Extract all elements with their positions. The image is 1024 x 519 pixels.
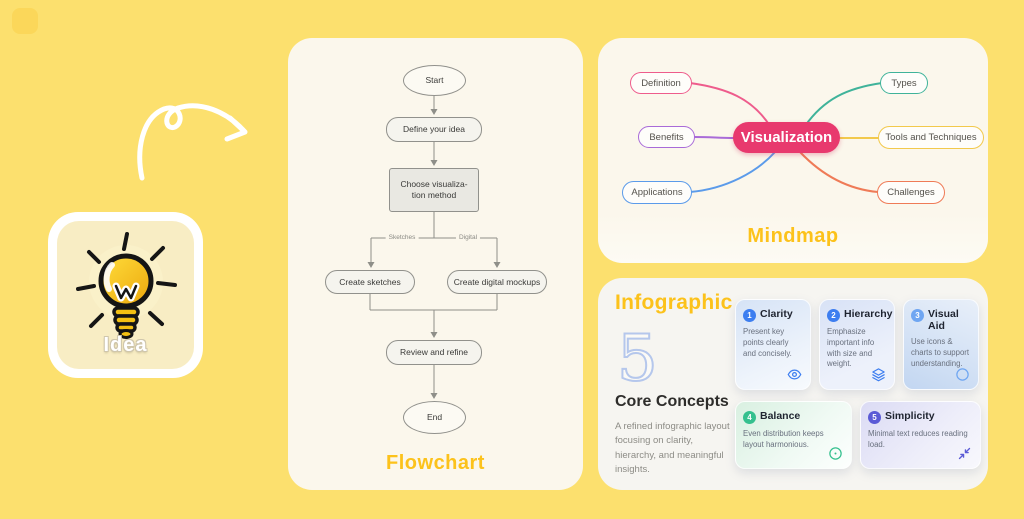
mindmap-node-applications: Applications	[622, 181, 692, 204]
big-number: 5	[616, 322, 659, 396]
card-visual-aid-head: 3 Visual Aid	[911, 308, 971, 332]
flowchart-connectors	[367, 96, 501, 399]
mindmap-connectors	[689, 82, 883, 193]
flowchart-node-choose-line2: tion method	[411, 190, 457, 200]
flowchart-node-define: Define your idea	[386, 117, 482, 142]
shrink-icon	[957, 446, 972, 461]
card-simplicity-title: Simplicity	[885, 410, 935, 422]
card-simplicity-number: 5	[868, 411, 881, 424]
idea-card: Idea	[48, 212, 203, 378]
mindmap-node-tools: Tools and Techniques	[878, 126, 984, 149]
corner-accent	[12, 8, 38, 34]
card-visual-aid-title: Visual Aid	[928, 308, 959, 333]
card-hierarchy-title: Hierarchy	[844, 308, 893, 320]
card-balance-number: 4	[743, 411, 756, 424]
card-hierarchy-number: 2	[827, 309, 840, 322]
card-balance: 4 Balance Even distribution keeps layout…	[735, 401, 852, 469]
card-hierarchy: 2 Hierarchy Emphasize important info wit…	[819, 299, 895, 390]
flowchart-node-create-digital: Create digital mockups	[447, 270, 547, 294]
card-clarity-text: Present key points clearly and concisely…	[743, 327, 792, 358]
flowchart-node-choose-line1: Choose visualiza-	[400, 179, 468, 190]
card-clarity: 1 Clarity Present key points clearly and…	[735, 299, 811, 390]
infographic-subtitle: Core Concepts	[615, 393, 729, 410]
layers-icon	[871, 367, 886, 382]
concept-cards: 1 Clarity Present key points clearly and…	[735, 299, 981, 469]
infographic-intro: Infographic 5 Core Concepts A refined in…	[615, 291, 733, 477]
cards-row-bottom: 4 Balance Even distribution keeps layout…	[735, 401, 981, 469]
card-simplicity-head: 5 Simplicity	[868, 410, 973, 424]
card-hierarchy-text: Emphasize important info with size and w…	[827, 327, 875, 369]
flowchart-panel: Start Define your idea Choose visualiza-…	[288, 38, 583, 490]
mindmap-node-types: Types	[880, 72, 928, 94]
branch-label-digital: Digital	[455, 234, 481, 241]
flowchart-node-end: End	[403, 401, 466, 434]
infographic-panel: Infographic 5 Core Concepts A refined in…	[598, 278, 988, 490]
card-visual-aid-text: Use icons & charts to support understand…	[911, 337, 970, 368]
card-visual-aid-number: 3	[911, 309, 924, 322]
flowchart-node-start: Start	[403, 65, 466, 96]
mindmap-node-definition: Definition	[630, 72, 692, 94]
infographic-title: Infographic	[615, 291, 733, 314]
card-visual-aid: 3 Visual Aid Use icons & charts to suppo…	[903, 299, 979, 390]
idea-label: Idea	[103, 334, 148, 356]
flowchart-node-choose: Choose visualiza- tion method	[389, 168, 479, 212]
idea-card-inner: Idea	[57, 221, 194, 369]
circle-icon	[955, 367, 970, 382]
card-clarity-number: 1	[743, 309, 756, 322]
eye-icon	[787, 367, 802, 382]
curly-arrow-icon	[137, 103, 248, 181]
mindmap-center-node: Visualization	[733, 122, 840, 153]
flowchart-node-create-sketches: Create sketches	[325, 270, 415, 294]
card-hierarchy-head: 2 Hierarchy	[827, 308, 892, 322]
mindmap-panel: Definition Benefits Applications Types T…	[598, 38, 988, 263]
cards-row-top: 1 Clarity Present key points clearly and…	[735, 299, 981, 390]
branch-label-sketches: Sketches	[385, 234, 419, 241]
card-clarity-head: 1 Clarity	[743, 308, 803, 322]
flowchart-title: Flowchart	[386, 452, 485, 474]
card-balance-text: Even distribution keeps layout harmoniou…	[743, 429, 824, 449]
flowchart-node-review: Review and refine	[386, 340, 482, 365]
lightbulb-icon	[75, 232, 177, 339]
infographic-description: A refined infographic layout focusing on…	[615, 421, 730, 475]
card-clarity-title: Clarity	[760, 308, 793, 320]
card-simplicity: 5 Simplicity Minimal text reduces readin…	[860, 401, 981, 469]
card-simplicity-text: Minimal text reduces reading load.	[868, 429, 968, 449]
card-balance-head: 4 Balance	[743, 410, 844, 424]
mindmap-node-challenges: Challenges	[877, 181, 945, 204]
target-icon	[828, 446, 843, 461]
mindmap-title: Mindmap	[747, 225, 839, 247]
mindmap-node-benefits: Benefits	[638, 126, 695, 148]
card-balance-title: Balance	[760, 410, 801, 422]
